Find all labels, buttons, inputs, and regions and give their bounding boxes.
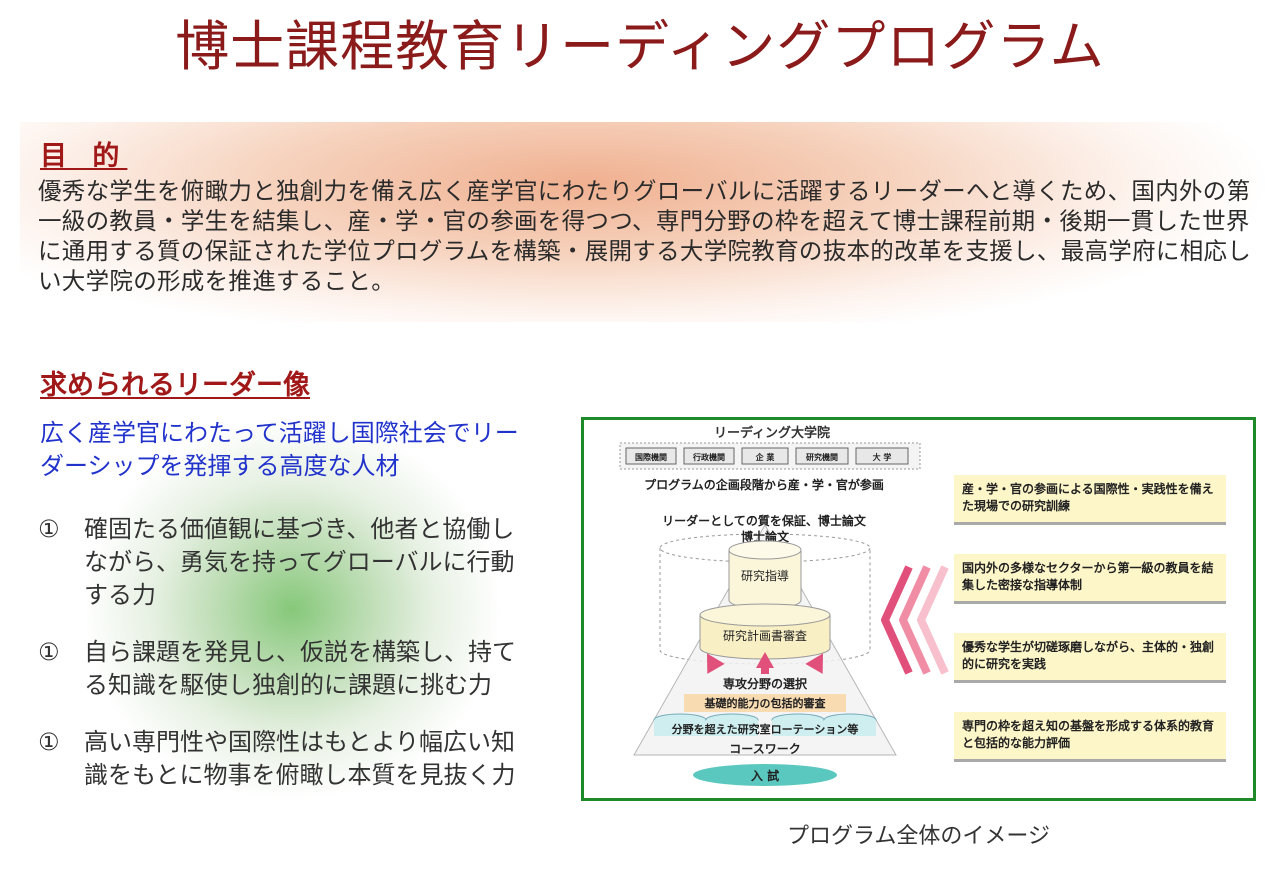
top-label: リーディング大学院 (714, 425, 830, 441)
note-box: 産・学・官の参画による国際性・実践性を備えた現場での研究訓練 (954, 475, 1226, 525)
leader-list: ① 確固たる価値観に基づき、他者と協働しながら、勇気を持ってグローバルに行動する… (38, 513, 538, 816)
rotation-cylinders (653, 713, 877, 736)
org-label: 研究機関 (806, 452, 838, 462)
leader-section: 求められるリーダー像 広く産学官にわたって活躍し国際社会でリーダーシップを発揮す… (24, 355, 540, 885)
org-box (625, 447, 677, 465)
org-label: 国際機関 (635, 452, 667, 462)
basic-review-label: 基礎的能力の包括的審査 (704, 696, 826, 710)
notes-column: 産・学・官の参画による国際性・実践性を備えた現場での研究訓練 国内外の多様なセク… (954, 475, 1226, 791)
outer-cylinder (659, 548, 871, 665)
item-number: ① (38, 728, 60, 756)
program-diagram: リーディング大学院 国際機関 行政機関 企 業 研究機関 大 学 プログラムの企… (619, 425, 949, 786)
item-number: ① (38, 515, 60, 543)
list-item: ① 自ら課題を発見し、仮説を構築し、持てる知識を駆使し独創的に課題に挑む力 (38, 636, 538, 702)
list-item: ① 確固たる価値観に基づき、他者と協働しながら、勇気を持ってグローバルに行動する… (38, 513, 538, 612)
figure-caption: プログラム全体のイメージ (787, 824, 1050, 849)
org-label: 行政機関 (692, 452, 725, 462)
item-text: 高い専門性や国際性はもとより幅広い知識をもとに物事を俯瞰し本質を見抜く力 (84, 728, 516, 789)
program-figure: リーディング大学院 国際機関 行政機関 企 業 研究機関 大 学 プログラムの企… (581, 417, 1256, 801)
leader-heading: 求められるリーダー像 (40, 370, 310, 401)
leader-subtitle: 広く産学官にわたって活躍し国際社会でリーダーシップを発揮する高度な人材 (40, 419, 519, 480)
org-box (795, 447, 849, 465)
coursework-label: コースワーク (729, 742, 800, 756)
plan-review-label: 研究計画書審査 (723, 628, 807, 643)
chevron-left-icon (917, 565, 949, 675)
org-box (683, 447, 735, 465)
chevron-left-icon (881, 565, 949, 675)
item-number: ① (38, 638, 60, 666)
up-arrow-icon (761, 666, 769, 674)
note-box: 国内外の多様なセクターから第一級の教員を結集した密接な指導体制 (954, 554, 1226, 604)
list-item: ① 高い専門性や国際性はもとより幅広い知識をもとに物事を俯瞰し本質を見抜く力 (38, 726, 538, 792)
note-box: 専門の枠を超え知の基盤を形成する体系的教育と包括的な能力評価 (954, 712, 1226, 762)
purpose-heading: 目 的 (40, 141, 128, 172)
quality-label: リーダーとしての質を保証、博士論文 (662, 513, 867, 528)
org-label: 企 業 (755, 452, 776, 462)
outer-cylinder-top (659, 533, 871, 563)
org-boxes: 国際機関 行政機関 企 業 研究機関 大 学 (625, 447, 909, 465)
rotation-cylinder (772, 720, 824, 736)
item-text: 自ら課題を発見し、仮説を構築し、持てる知識を駆使し独創的に課題に挑む力 (84, 638, 516, 699)
org-box (741, 447, 789, 465)
chevron-left-icon (899, 565, 931, 675)
note-box: 優秀な学生が切磋琢磨しながら、主体的・独創的に研究を実践 (954, 633, 1226, 683)
thesis-label: 博士論文 (741, 529, 790, 544)
item-text: 確固たる価値観に基づき、他者と協働しながら、勇気を持ってグローバルに行動する力 (84, 515, 515, 609)
participation-label: プログラムの企画段階から産・学・官が参画 (644, 477, 884, 492)
purpose-text: 優秀な学生を俯瞰力と独創力を備え広く産学官にわたりグローバルに活躍するリーダーへ… (38, 177, 1252, 295)
purpose-section: 目 的 優秀な学生を俯瞰力と独創力を備え広く産学官にわたりグローバルに活躍するリ… (20, 122, 1270, 322)
org-label: 大 学 (873, 452, 892, 462)
rotation-label: 分野を超えた研究室ローテーション等 (672, 722, 859, 736)
rotation-cylinder (824, 720, 876, 736)
entrance-ellipse (693, 764, 837, 786)
page-title: 博士課程教育リーディングプログラム (175, 15, 1105, 78)
chevron-left-icon (881, 565, 913, 675)
rotation-cylinder (706, 720, 758, 736)
org-box (855, 447, 909, 465)
up-arrow-icon (805, 653, 823, 674)
major-select-label: 専攻分野の選択 (723, 676, 808, 691)
basic-review-band (684, 694, 846, 712)
plan-cylinder-top (699, 603, 831, 627)
up-arrow-icon (707, 653, 725, 674)
entrance-label: 入 試 (751, 768, 779, 783)
up-arrow-icon (756, 652, 774, 668)
rotation-cylinder (654, 720, 706, 736)
guidance-cylinder-top (728, 540, 802, 560)
guidance-label: 研究指導 (741, 568, 789, 583)
